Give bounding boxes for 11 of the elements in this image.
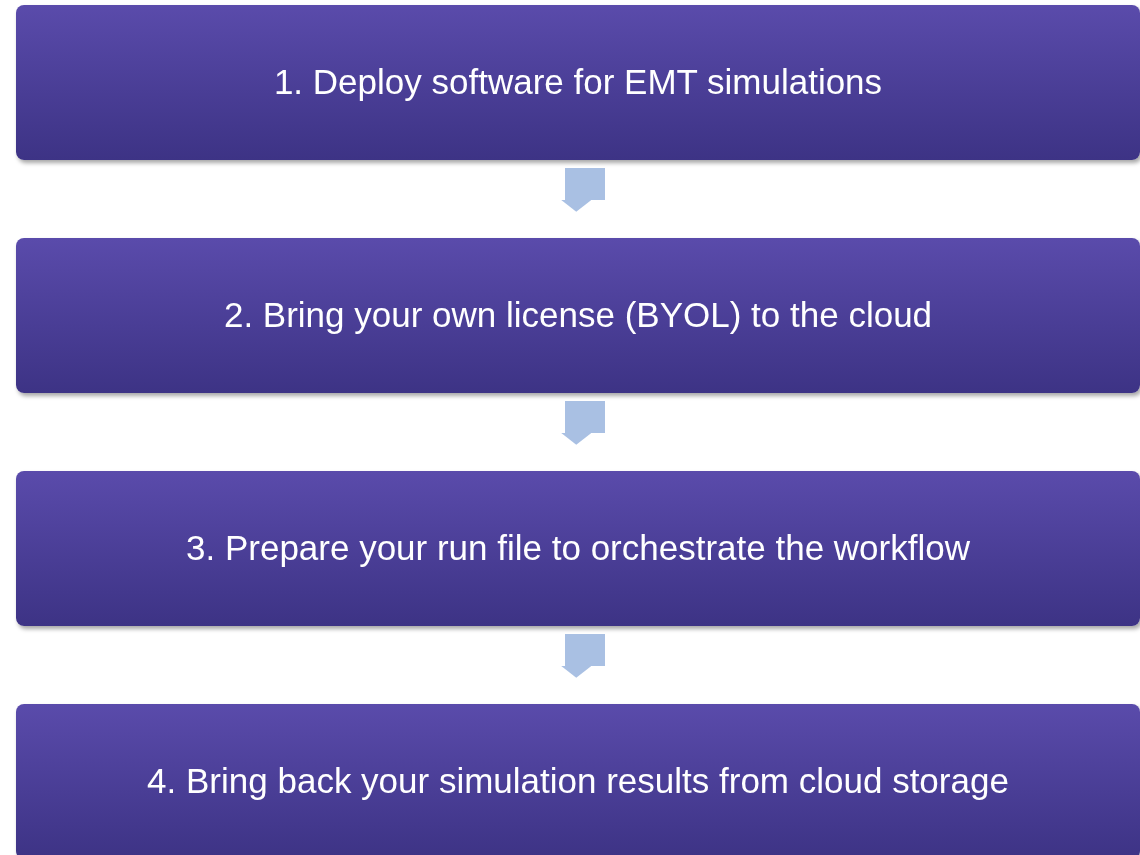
step-text: 1. Deploy software for EMT simulations [272,61,884,104]
down-arrow [561,401,605,445]
step-text: 3. Prepare your run file to orchestrate the workflow [185,527,971,570]
down-arrow [561,168,605,212]
step-box [16,704,1140,855]
down-arrow [561,634,605,678]
step-box [16,471,1140,626]
step-text: 2. Bring your own license (BYOL) to the cloud [222,294,934,337]
step-box [16,238,1140,393]
step-box [16,5,1140,160]
step-text: 4. Bring back your simulation results from cloud storage [146,760,1010,803]
